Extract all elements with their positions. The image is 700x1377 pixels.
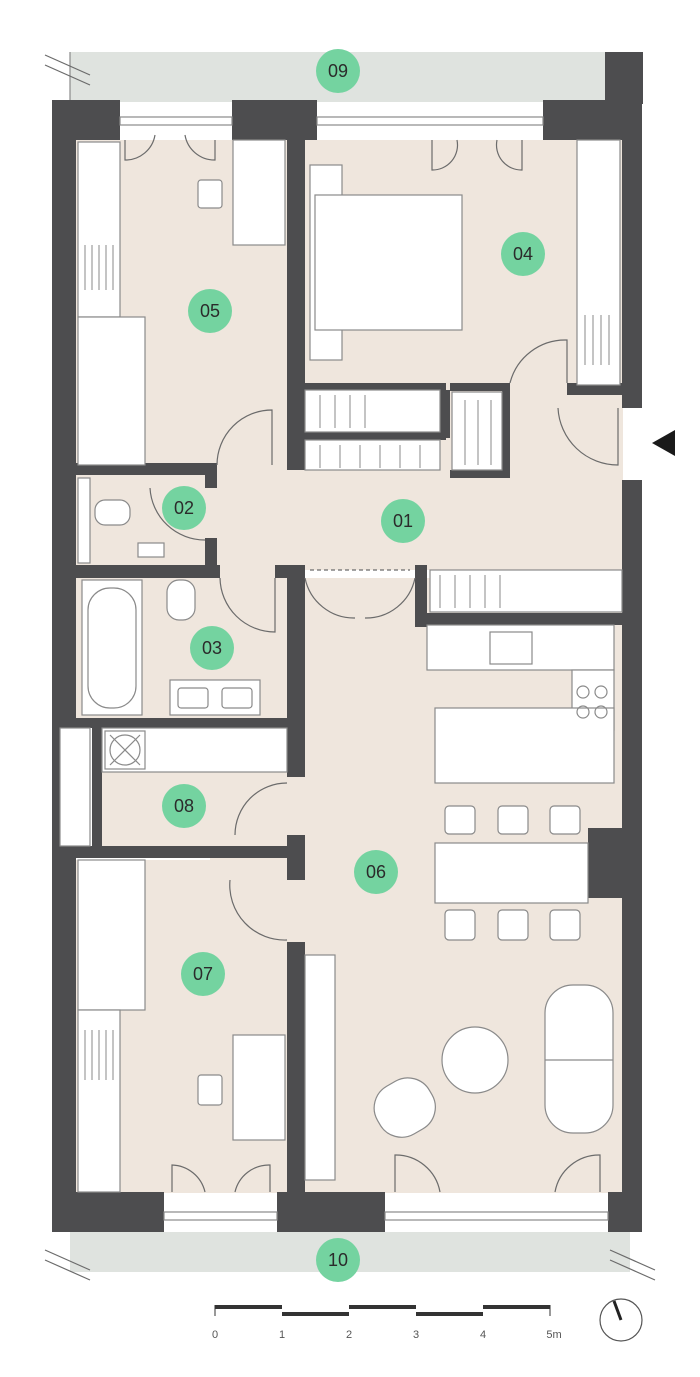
room-02-furniture xyxy=(77,477,165,564)
room-label: 01 xyxy=(393,511,413,531)
room-label: 05 xyxy=(200,301,220,321)
room-08-furniture xyxy=(59,727,288,847)
room-label: 08 xyxy=(174,796,194,816)
scale-tick-label: 2 xyxy=(346,1329,352,1341)
room-03-furniture xyxy=(81,579,261,716)
scale-tick-label: 0 xyxy=(212,1329,218,1341)
room-badge-02: 02 xyxy=(162,486,206,530)
entrance-arrow-icon xyxy=(652,430,675,456)
room-badge-10: 10 xyxy=(316,1238,360,1282)
room-label: 04 xyxy=(513,244,533,264)
room-badge-06: 06 xyxy=(354,850,398,894)
room-07-furniture xyxy=(77,859,286,1193)
room-label: 02 xyxy=(174,498,194,518)
floor-areas xyxy=(75,140,623,1193)
room-badge-03: 03 xyxy=(190,626,234,670)
room-label: 10 xyxy=(328,1250,348,1270)
doors xyxy=(124,134,619,1193)
room-05-furniture xyxy=(77,139,286,466)
room-label: 09 xyxy=(328,61,348,81)
room-badge-09: 09 xyxy=(316,49,360,93)
scale-tick-label: 3 xyxy=(413,1329,419,1341)
room-06-furniture xyxy=(304,569,623,1181)
scale-bar: 0 1 2 3 4 5m xyxy=(212,1305,562,1341)
room-label: 07 xyxy=(193,964,213,984)
walls xyxy=(52,52,643,1232)
room-badge-04: 04 xyxy=(501,232,545,276)
room-badge-05: 05 xyxy=(188,289,232,333)
room-04-furniture xyxy=(304,139,621,471)
scale-tick-label: 1 xyxy=(279,1329,285,1341)
room-badge-01: 01 xyxy=(381,499,425,543)
scale-tick-label: 5m xyxy=(546,1329,561,1341)
scale-tick-label: 4 xyxy=(480,1329,486,1341)
north-arrow-icon xyxy=(599,1298,643,1342)
break-marks xyxy=(44,54,656,1281)
room-label: 06 xyxy=(366,862,386,882)
room-badge-08: 08 xyxy=(162,784,206,828)
room-badge-07: 07 xyxy=(181,952,225,996)
room-label: 03 xyxy=(202,638,222,658)
